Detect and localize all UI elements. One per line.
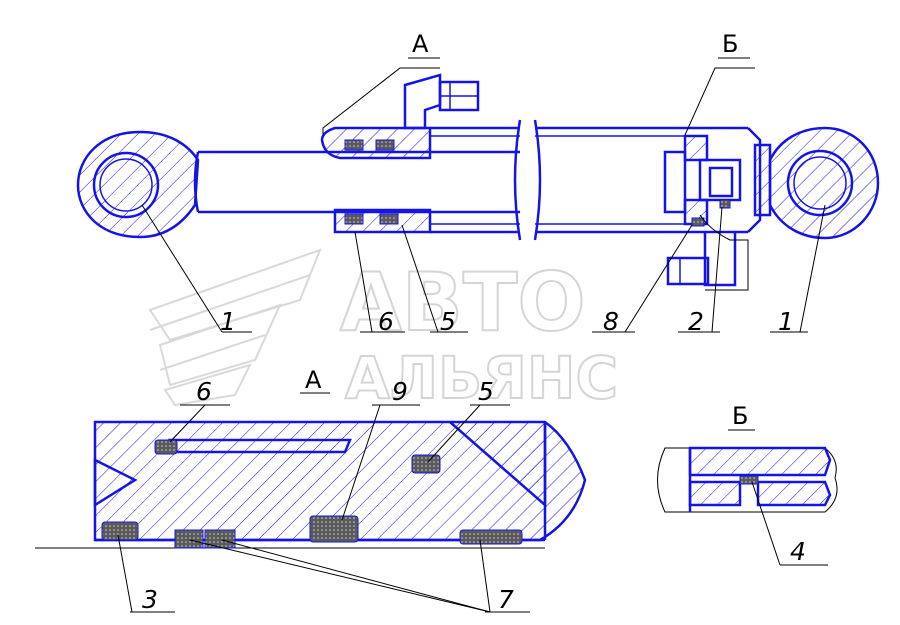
detail-a-seal-7b xyxy=(204,529,236,549)
detail-b-seal-4 xyxy=(739,475,759,485)
callout-detail-9: 9 xyxy=(341,377,420,521)
callout-text: 1 xyxy=(778,307,794,336)
callout-text: 8 xyxy=(603,307,619,336)
left-port-fitting xyxy=(403,73,480,130)
callout-text: 4 xyxy=(790,537,806,566)
callout-detail-7: 7 xyxy=(189,539,530,614)
callout-detail-6: 6 xyxy=(169,377,230,443)
callout-detail-4: 4 xyxy=(751,481,828,566)
cylinder-assembly xyxy=(76,73,880,287)
watermark-line2: АЛЬЯНС xyxy=(345,344,618,412)
callout-right-eye: 1 xyxy=(770,204,826,336)
callout-text: 2 xyxy=(688,307,704,336)
right-port-fitting xyxy=(666,232,737,287)
detail-a-title: А xyxy=(305,366,322,394)
detail-b-marker: Б xyxy=(684,30,755,291)
callout-detail-3: 3 xyxy=(117,534,175,614)
detail-a-marker: А xyxy=(322,30,440,135)
left-rod-eye xyxy=(76,130,200,239)
watermark-logo: АВТО АЛЬЯНС xyxy=(148,248,619,413)
end-cap xyxy=(747,127,772,233)
callout-seal-2: 2 xyxy=(678,206,723,336)
callout-text: 9 xyxy=(392,377,408,406)
callout-text: 5 xyxy=(440,307,456,336)
detail-a-seal-7c xyxy=(459,529,523,545)
piston xyxy=(663,134,742,227)
callout-left-eye: 1 xyxy=(141,204,252,336)
detail-b-title: Б xyxy=(732,402,748,430)
detail-a-seal-5 xyxy=(411,454,441,474)
detail-b-view: Б xyxy=(657,402,838,513)
callout-seal-6: 6 xyxy=(354,231,405,336)
right-rod-eye xyxy=(768,126,880,240)
detail-a-seal-9 xyxy=(309,515,359,543)
watermark-emblem xyxy=(148,248,322,407)
callout-text: 5 xyxy=(478,377,494,406)
callout-seal-5: 5 xyxy=(401,224,468,336)
detail-a-label: А xyxy=(412,30,429,58)
detail-a-seal-7a xyxy=(174,529,204,549)
callout-seal-8: 8 xyxy=(592,224,693,336)
detail-a-view: А xyxy=(35,366,587,549)
callout-text: 3 xyxy=(142,585,158,614)
cylinder-barrel xyxy=(430,119,748,241)
callout-detail-5: 5 xyxy=(427,377,510,463)
detail-a-seal-3 xyxy=(101,521,139,541)
callout-text: 7 xyxy=(498,585,514,614)
callout-text: 6 xyxy=(196,377,212,406)
watermark-line1: АВТО xyxy=(340,256,585,349)
piston-rod xyxy=(193,150,520,214)
detail-a-seal-6 xyxy=(154,439,178,455)
callout-text: 1 xyxy=(220,307,236,336)
gland xyxy=(320,126,432,234)
callout-text: 6 xyxy=(378,307,394,336)
detail-b-label: Б xyxy=(722,30,738,58)
